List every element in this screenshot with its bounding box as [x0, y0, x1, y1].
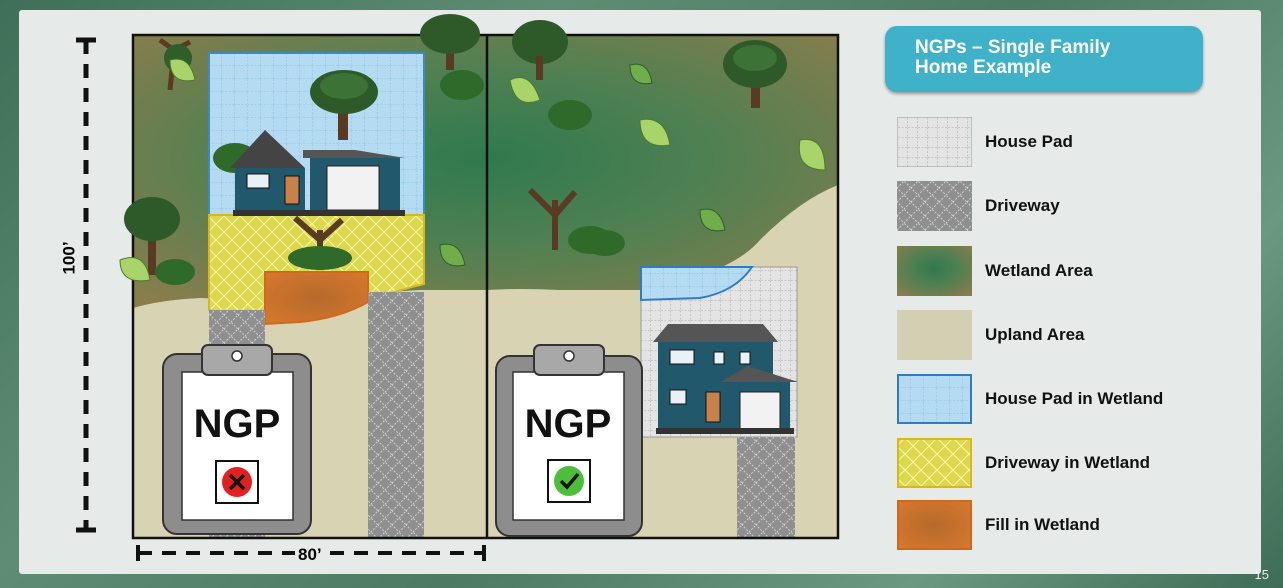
house-pad-in-wetland-swatch [897, 374, 972, 424]
fill-in-wetland-swatch [897, 500, 972, 550]
right-house [653, 324, 798, 434]
legend-label-driveway-in-wetland: Driveway in Wetland [985, 453, 1150, 473]
wetland-swatch [897, 246, 972, 296]
height-dimension-line [76, 40, 96, 530]
driveway-in-wetland-swatch [897, 438, 972, 488]
page-number: 15 [1255, 567, 1269, 582]
left-clipboard-label: NGP [182, 402, 292, 447]
height-dimension-label: 100’ [60, 238, 80, 277]
right-driveway [737, 437, 795, 538]
left-driveway-b [368, 292, 424, 538]
upland-swatch [897, 310, 972, 360]
legend-label-upland: Upland Area [985, 325, 1085, 345]
house-pad-swatch [897, 117, 972, 167]
driveway-swatch [897, 181, 972, 231]
legend-label-fill-in-wetland: Fill in Wetland [985, 515, 1100, 535]
legend-label-house-pad-in-wetland: House Pad in Wetland [985, 389, 1163, 409]
legend-label-driveway: Driveway [985, 196, 1060, 216]
check-mark-icon [554, 466, 584, 496]
legend-title-line2: Home Example [915, 58, 1203, 78]
site-plan-illustration [0, 0, 880, 588]
legend-label-house-pad: House Pad [985, 132, 1073, 152]
legend-label-wetland: Wetland Area [985, 261, 1093, 281]
legend-title: NGPs – Single Family Home Example [885, 26, 1203, 92]
legend-title-line1: NGPs – Single Family [915, 38, 1203, 58]
width-dimension-label: 80’ [295, 545, 325, 565]
right-clipboard-label: NGP [513, 402, 623, 447]
